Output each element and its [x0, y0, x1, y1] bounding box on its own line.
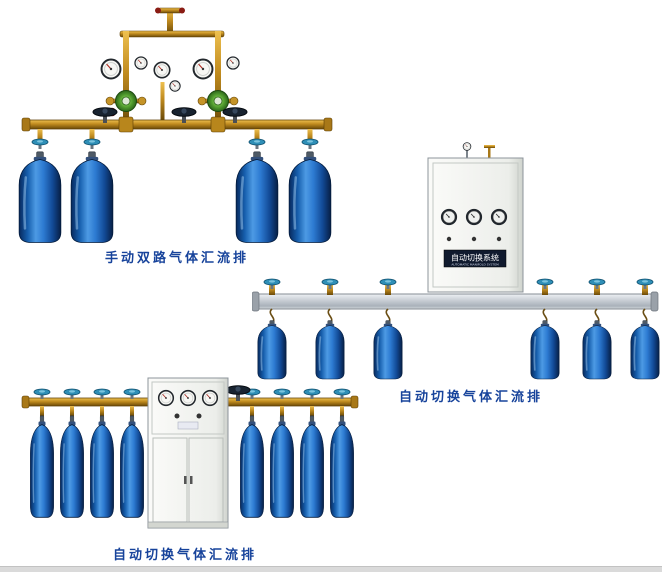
gas-cylinder — [17, 151, 63, 244]
pressure-gauge — [157, 389, 175, 407]
cylinder-station — [529, 278, 561, 380]
gas-cylinder — [269, 415, 295, 519]
header-pipe — [119, 30, 225, 38]
valve-handwheel-teal — [93, 388, 111, 400]
gas-cylinder — [59, 415, 85, 519]
indicator-light — [496, 236, 502, 242]
valve-handwheel-teal — [123, 388, 141, 400]
pressure-gauge — [465, 208, 483, 226]
main-manifold-pipe — [21, 116, 333, 133]
door-handle — [190, 476, 193, 484]
pressure-gauge — [440, 208, 458, 226]
valve-handwheel-teal — [636, 278, 654, 290]
pressure-gauge — [201, 389, 219, 407]
valve-handwheel-teal — [31, 138, 49, 150]
cabinet-sticker — [177, 421, 199, 430]
caption-manual-dual: 手动双路气体汇流排 — [104, 251, 249, 266]
manifold-rail — [252, 291, 659, 312]
gas-cylinder — [89, 415, 115, 519]
cabinet-body — [427, 157, 524, 293]
gas-cylinder — [299, 415, 325, 519]
gas-cylinder — [629, 320, 661, 380]
branch-pipe-left — [123, 31, 129, 126]
pressure-gauge — [226, 56, 240, 70]
control-cabinet — [147, 377, 229, 529]
valve-handwheel-teal — [303, 388, 321, 400]
figure-manual-dual-manifold: 手动双路气体汇流排 — [12, 6, 342, 268]
valve-handwheel-teal — [333, 388, 351, 400]
gas-cylinder — [69, 151, 115, 244]
gas-cylinder — [314, 320, 346, 380]
cylinder-station — [372, 278, 404, 380]
page-bottom-border — [0, 566, 662, 572]
pressure-gauge — [490, 208, 508, 226]
valve-handwheel-teal — [588, 278, 606, 290]
top-tee-valve — [155, 7, 185, 34]
gas-cylinder — [29, 415, 55, 519]
manual-dual-manifold-image — [17, 7, 333, 244]
cylinder-station — [581, 278, 613, 380]
cylinder-station — [119, 388, 145, 519]
cylinder-station — [89, 388, 115, 519]
valve-handwheel-teal — [321, 278, 339, 290]
control-knob — [174, 413, 180, 419]
gas-cylinder — [256, 320, 288, 380]
cylinder-station — [29, 388, 55, 519]
cabinet-sublabel-text: AUTOMATIC MANIFOLD SYSTEM — [451, 263, 499, 267]
control-cabinet: 自动切换系统 AUTOMATIC MANIFOLD SYSTEM — [427, 142, 524, 293]
pressure-gauge — [462, 142, 472, 151]
gas-cylinder — [372, 320, 404, 380]
figure-auto-switch-cabinet: 自动切换气体汇流排 — [20, 372, 360, 572]
cylinder-station — [299, 388, 325, 519]
pressure-gauge — [100, 58, 122, 80]
gas-cylinder — [239, 415, 265, 519]
caption-auto-switch-cabinet: 自动切换气体汇流排 — [112, 548, 257, 563]
auto-switch-cabinet-image — [21, 377, 359, 529]
valve-handwheel-teal — [273, 388, 291, 400]
cylinder-drops — [31, 129, 319, 150]
gas-cylinder — [529, 320, 561, 380]
pressure-gauge — [169, 80, 181, 92]
cylinder-station — [629, 278, 661, 380]
gas-cylinder — [119, 415, 145, 519]
valve-handwheel-teal — [379, 278, 397, 290]
cylinder-station — [329, 388, 355, 519]
gas-cylinder — [581, 320, 613, 380]
pressure-gauge — [153, 61, 171, 79]
cabinet-label-plate — [443, 249, 507, 268]
caption-auto-switch-wall: 自动切换气体汇流排 — [398, 390, 543, 405]
gas-cylinder — [329, 415, 355, 519]
door-handle — [184, 476, 187, 484]
valve-handwheel-teal — [536, 278, 554, 290]
auto-switch-wall-image: 自动切换系统 AUTOMATIC MANIFOLD SYSTEM — [252, 142, 661, 380]
valve-handwheel-teal — [33, 388, 51, 400]
cylinder-station — [256, 278, 288, 380]
indicator-light — [446, 236, 452, 242]
center-gauge-stand — [153, 61, 181, 120]
cabinet-label-text: 自动切换系统 — [451, 253, 499, 263]
valve-handwheel-teal — [263, 278, 281, 290]
indicator-light — [471, 236, 477, 242]
cylinder-station — [269, 388, 295, 519]
cabinet-base — [147, 521, 229, 529]
pressure-gauge — [179, 389, 197, 407]
pressure-gauge — [192, 58, 214, 80]
valve-handwheel-teal — [63, 388, 81, 400]
cylinder-station — [314, 278, 346, 380]
cylinder-station — [59, 388, 85, 519]
valve-handwheel-teal — [83, 138, 101, 150]
cylinder-station — [239, 388, 265, 519]
control-knob — [196, 413, 202, 419]
branch-pipe-right — [215, 31, 221, 126]
figure-auto-switch-wall: 自动切换系统 AUTOMATIC MANIFOLD SYSTEM — [252, 142, 662, 405]
pressure-gauge — [134, 56, 148, 70]
